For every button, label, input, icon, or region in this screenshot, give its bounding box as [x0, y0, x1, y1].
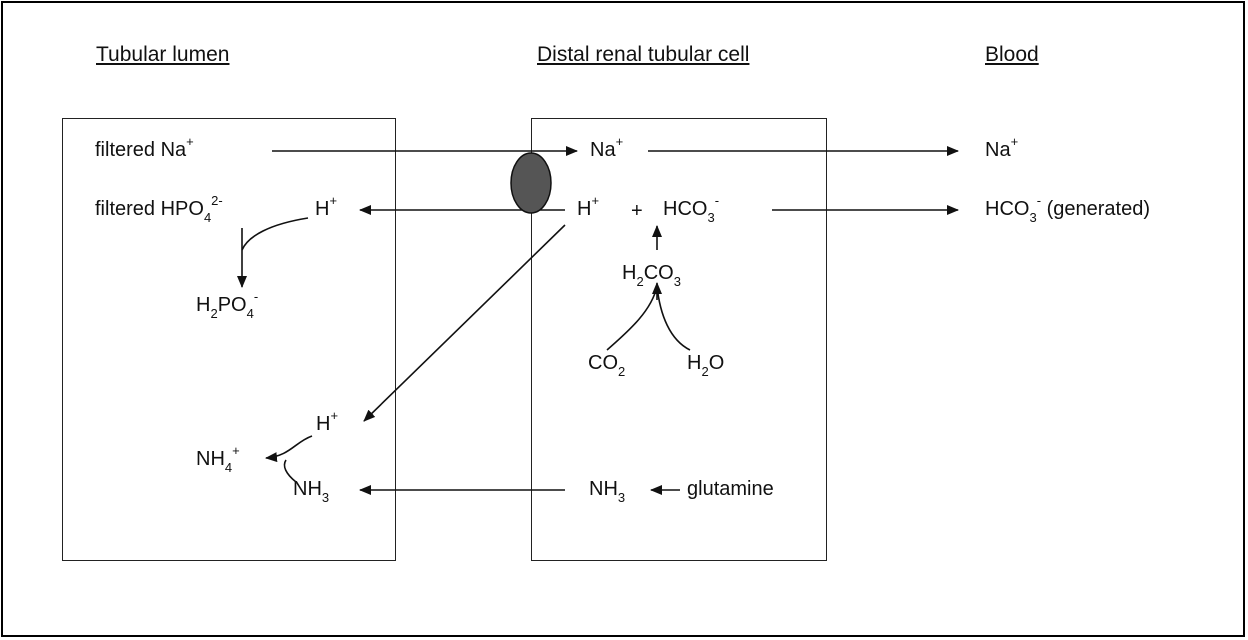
header-distal-cell: Distal renal tubular cell [537, 43, 750, 66]
cell-hco3: HCO3- [663, 193, 720, 225]
h-to-ammonia-arrow [363, 224, 566, 422]
cell-plus-sign: + [631, 200, 643, 222]
header-tubular-lumen: Tubular lumen [96, 43, 230, 66]
h2o-curve [656, 285, 691, 351]
lumen-nh3: NH3 [293, 478, 330, 505]
cell-nh3: NH3 [589, 478, 626, 505]
h-to-nh4-curve [265, 435, 313, 463]
lumen-filtered-hpo4-label: filtered HPO42- [95, 193, 223, 225]
tubular-lumen-box [62, 118, 396, 561]
cell-h-ion: H+ [577, 193, 600, 220]
cell-co2: CO2 [588, 352, 626, 379]
transporter-oval [510, 152, 552, 214]
blood-na: Na+ [985, 134, 1019, 161]
cell-glutamine: glutamine [687, 478, 774, 500]
lumen-filtered-na-label: filtered Na+ [95, 134, 194, 161]
tubular-cell-box [531, 118, 827, 561]
cell-h2co3: H2CO3 [622, 262, 681, 289]
lumen-nh4: NH4+ [196, 443, 240, 475]
lumen-h2po4: H2PO4- [196, 289, 259, 321]
lumen-h-ion-top: H+ [315, 193, 338, 220]
blood-hco3-generated: HCO3- (generated) [985, 193, 1150, 225]
h-buffer-curve [241, 217, 309, 251]
cell-na: Na+ [590, 134, 624, 161]
nh3-to-nh4-curve [283, 459, 297, 483]
co2-curve [606, 285, 658, 351]
lumen-h-ion-low: H+ [316, 408, 339, 435]
cell-h2o: H2O [687, 352, 725, 379]
header-blood: Blood [985, 43, 1039, 66]
